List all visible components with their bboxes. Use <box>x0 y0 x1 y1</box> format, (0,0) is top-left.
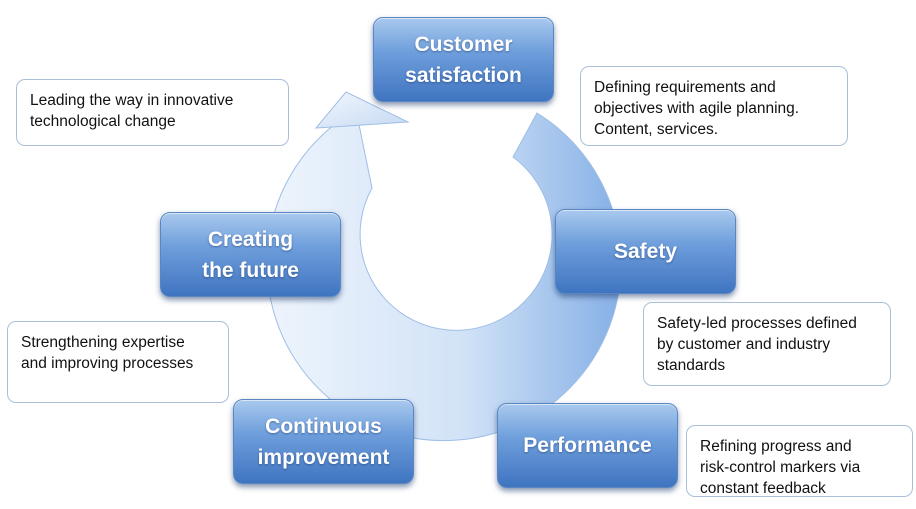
note-performance: Refining progress and risk-control marke… <box>686 425 913 497</box>
stage-performance: Performance <box>497 403 678 488</box>
note-creating-the-future: Leading the way in innovative technologi… <box>16 79 289 146</box>
note-safety: Safety-led processes defined by customer… <box>643 302 891 386</box>
stage-customer-satisfaction: Customer satisfaction <box>373 17 554 102</box>
note-continuous-improvement: Strengthening expertise and improving pr… <box>7 321 229 403</box>
note-customer-satisfaction: Defining requirements and objectives wit… <box>580 66 848 146</box>
stage-continuous-improvement: Continuous improvement <box>233 399 414 484</box>
stage-creating-the-future: Creating the future <box>160 212 341 297</box>
cycle-arrow-head <box>314 91 410 129</box>
stage-safety: Safety <box>555 209 736 294</box>
